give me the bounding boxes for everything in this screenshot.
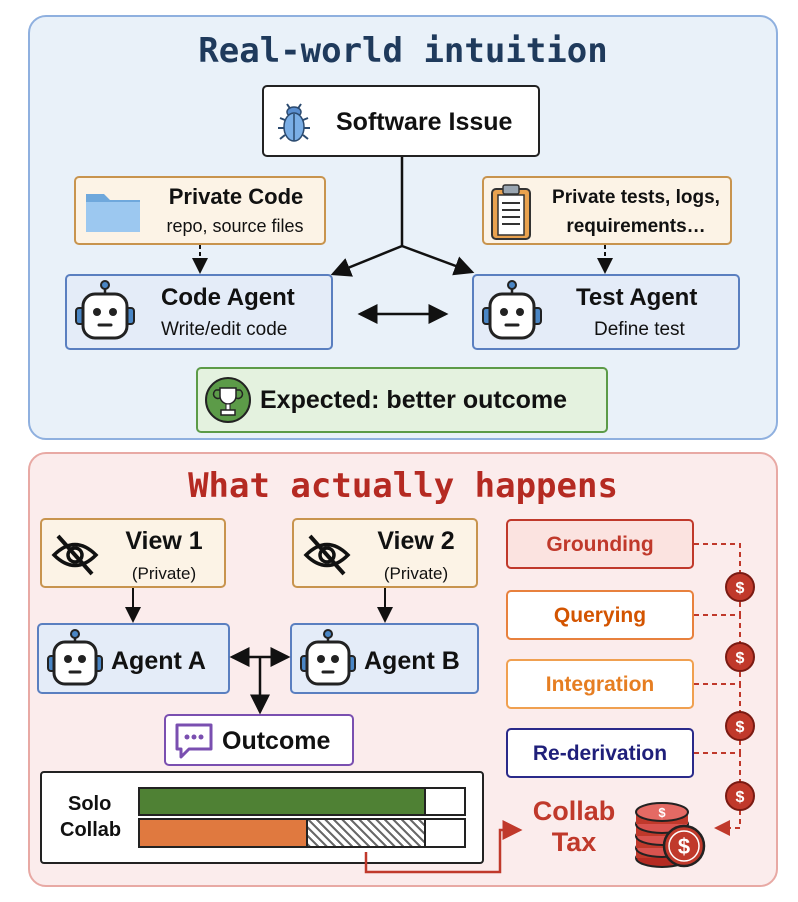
outcome-label: Outcome (222, 727, 331, 755)
svg-text:$: $ (736, 650, 745, 667)
svg-text:$: $ (736, 580, 745, 597)
reality-title: What actually happens (188, 466, 618, 506)
collab-tax-bar (306, 818, 426, 848)
agent-a-label: Agent A (111, 647, 206, 675)
bug-icon (278, 103, 310, 142)
agent-b-label: Agent B (364, 647, 460, 675)
expected-outcome-label: Expected: better outcome (260, 386, 568, 414)
coin-icon: $ (725, 781, 755, 811)
solo-bar (138, 787, 426, 816)
coin-icon: $ (725, 572, 755, 602)
coin-icon: $ (725, 711, 755, 741)
collab-bar-remainder (424, 818, 466, 848)
robot-icon (75, 280, 135, 340)
folder-icon (86, 194, 140, 232)
private-tests-line1: Private tests, logs, (552, 187, 720, 208)
code-agent-box: Code Agent Write/edit code (65, 274, 333, 350)
svg-text:$: $ (736, 789, 745, 806)
svg-text:$: $ (658, 805, 666, 820)
agent-b-box: Agent B (290, 623, 479, 694)
private-code-subtitle: repo, source files (166, 216, 304, 236)
software-issue-label: Software Issue (336, 108, 513, 136)
code-agent-title: Code Agent (161, 284, 295, 311)
collab-tax-line1: Collab (532, 796, 616, 826)
solo-bar-label: Solo (68, 793, 112, 815)
view2-title: View 2 (377, 527, 455, 555)
test-agent-box: Test Agent Define test (472, 274, 740, 350)
outcome-box: Outcome (164, 714, 354, 766)
svg-text:$: $ (678, 834, 690, 859)
view1-subtitle: (Private) (131, 564, 197, 583)
step-grounding-label: Grounding (546, 533, 654, 556)
step-integration-label: Integration (545, 673, 655, 696)
private-tests-line2: requirements… (566, 216, 706, 237)
software-issue-box: Software Issue (262, 85, 540, 157)
view1-title: View 1 (125, 527, 203, 555)
step-grounding: Grounding (506, 519, 694, 569)
eye-off-icon (303, 534, 351, 576)
solo-bar-remainder (424, 787, 466, 816)
step-rederivation-label: Re-derivation (532, 742, 668, 765)
step-querying: Querying (506, 590, 694, 640)
robot-icon (482, 280, 542, 340)
coin-stack-icon: $ $ (635, 802, 706, 868)
step-integration: Integration (506, 659, 694, 709)
test-agent-title: Test Agent (576, 284, 698, 311)
intuition-title: Real-world intuition (198, 31, 608, 71)
step-rederivation: Re-derivation (506, 728, 694, 778)
private-code-box: Private Code repo, source files (74, 176, 326, 245)
step-querying-label: Querying (553, 604, 647, 627)
expected-outcome-box: Expected: better outcome (196, 367, 608, 433)
private-tests-box: Private tests, logs, requirements… (482, 176, 732, 245)
eye-off-icon (51, 534, 99, 576)
agent-a-box: Agent A (37, 623, 230, 694)
cost-comparison-bars: Solo Collab (40, 771, 484, 864)
collab-bar-label: Collab (60, 819, 122, 841)
view2-subtitle: (Private) (383, 564, 449, 583)
collab-tax-label: Collab Tax (522, 796, 626, 858)
collab-tax-line2: Tax (551, 827, 597, 857)
view1-box: View 1 (Private) (40, 518, 226, 588)
robot-icon (47, 629, 103, 686)
coin-icon: $ (725, 642, 755, 672)
code-agent-subtitle: Write/edit code (161, 319, 288, 340)
private-code-title: Private Code (168, 184, 304, 209)
test-agent-subtitle: Define test (594, 319, 685, 340)
svg-text:$: $ (736, 719, 745, 736)
trophy-icon (205, 377, 251, 423)
robot-icon (300, 629, 356, 686)
view2-box: View 2 (Private) (292, 518, 478, 588)
clipboard-icon (491, 184, 531, 240)
chat-bubble-icon (175, 723, 213, 759)
